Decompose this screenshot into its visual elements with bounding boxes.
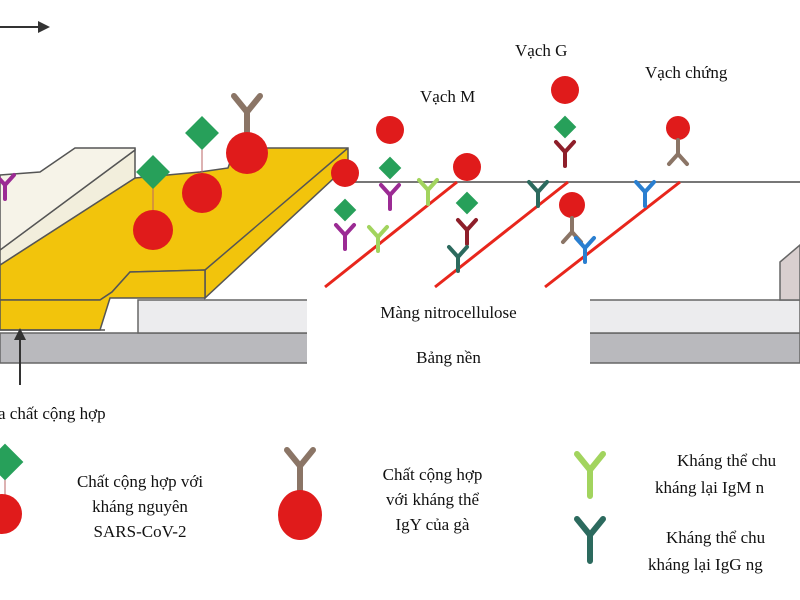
line-g-label: Vạch G xyxy=(515,41,568,60)
legend-item-anti-igm: Kháng thể chu kháng lại IgM n xyxy=(655,447,776,501)
line-m-mark xyxy=(324,180,458,289)
backing-label: Bảng nền xyxy=(416,348,481,367)
legend-text-line: Kháng thể chu xyxy=(666,528,766,547)
control-line-mark xyxy=(544,180,681,289)
control-line-label: Vạch chứng xyxy=(645,63,728,82)
legend-text-line: với kháng thể xyxy=(385,490,480,509)
legend-text-line: IgY của gà xyxy=(395,515,470,534)
absorbent-pad xyxy=(779,244,800,301)
conjugates-on-pad xyxy=(133,96,268,250)
membrane-label: Màng nitrocellulose xyxy=(380,303,517,322)
legend-item-antigen-conjugate: Chất cộng hợp với kháng nguyên SARS-CoV-… xyxy=(40,469,240,544)
conjugate-pad xyxy=(0,147,349,331)
flow-arrow-icon xyxy=(0,21,50,33)
legend-text-line: Chất cộng hợp xyxy=(382,465,483,484)
legend-text-line: kháng lại IgG ng xyxy=(648,555,763,574)
legend-text-line: SARS-CoV-2 xyxy=(93,522,187,541)
conjugate-pad-label: a chất cộng hợp xyxy=(0,404,106,423)
anti-igm-antibody-icon xyxy=(577,454,603,496)
anti-igg-antibody-icon xyxy=(577,519,603,561)
legend-item-anti-igg: Kháng thể chu kháng lại IgG ng xyxy=(648,524,765,578)
legend-text-line: Kháng thể chu xyxy=(677,451,777,470)
line-m-label: Vạch M xyxy=(420,87,476,106)
legend-text-line: kháng lại IgM n xyxy=(655,478,765,497)
line-g-mark xyxy=(434,180,569,289)
igy-conjugate-icon xyxy=(278,450,322,540)
legend-text-line: Chất cộng hợp với xyxy=(76,472,204,491)
legend-item-igy-conjugate: Chất cộng hợp với kháng thể IgY của gà xyxy=(340,462,525,537)
antigen-conjugate-icon xyxy=(0,443,24,534)
membrane-molecules xyxy=(331,76,690,273)
pad-pointer-arrow-icon xyxy=(14,328,26,385)
legend-text-line: kháng nguyên xyxy=(92,497,188,516)
membrane-label-box xyxy=(307,290,590,372)
